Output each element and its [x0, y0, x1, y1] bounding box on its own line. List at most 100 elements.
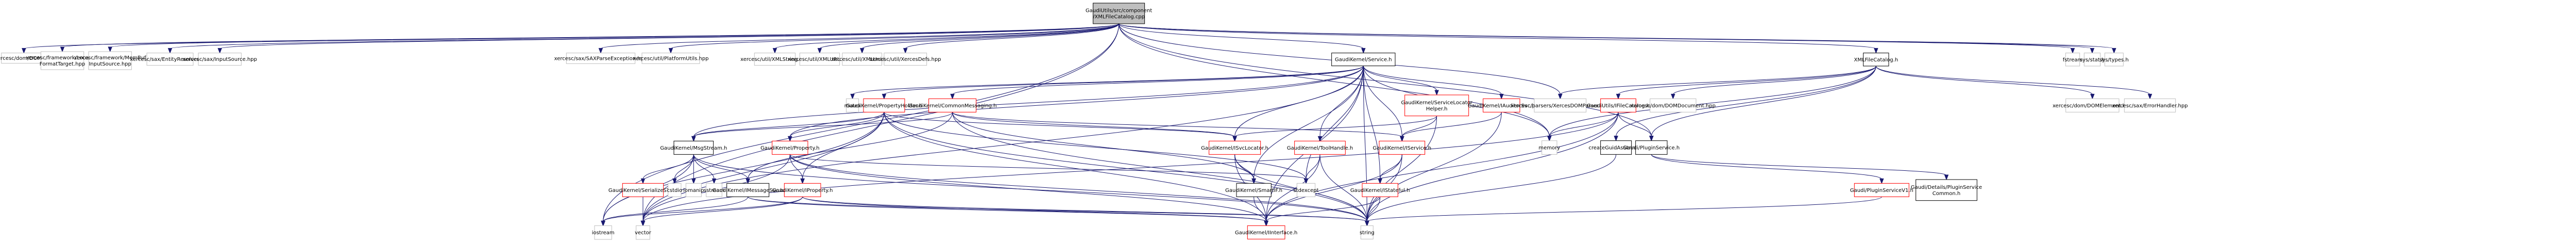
node-commsg[interactable]: GaudiKernel/CommonMessaging.h [908, 98, 997, 112]
edge-line [1672, 66, 1876, 95]
edge-line [1401, 116, 1437, 137]
arrowhead-icon [217, 48, 222, 54]
node-label: xercesc/util/XMLString.hpp [740, 57, 809, 62]
edge-line [952, 111, 1235, 137]
edge-line [642, 154, 694, 180]
node-inpsrc: xercesc/sax/InputSource.hpp [182, 53, 257, 66]
edge-xmlfch-to-errhandler [1875, 66, 2153, 100]
node-label: GaudiKernel/IMessageSvc.h [713, 188, 784, 193]
node-label: GaudiKernel/MsgStream.h [660, 146, 727, 151]
edge-line [884, 66, 1364, 95]
node-createguid[interactable]: createGuidAsString.h [1588, 140, 1643, 155]
node-istateful[interactable]: GaudiKernel/IStateful.h [1350, 183, 1410, 197]
node-box [1600, 98, 1636, 112]
node-label: cstdio [667, 188, 682, 193]
arrowhead-icon [1558, 93, 1563, 100]
edge-service-to-propholder [882, 66, 1364, 100]
edge-service-to-svclochelper [1363, 66, 1439, 96]
arrowhead-icon [2090, 93, 2095, 100]
node-service[interactable]: GaudiKernel/Service.h [1331, 53, 1396, 67]
edge-line [861, 23, 1120, 50]
node-label: xercesc/dom/DOM.hpp [0, 56, 53, 61]
node-box [566, 53, 636, 64]
edge-root-to-mbis [108, 23, 1120, 53]
node-xmlurl: xercesc/util/XMLURL.hpp [788, 53, 852, 66]
node-box [1362, 183, 1398, 197]
arrowhead-icon [1547, 136, 1552, 142]
edge-line [748, 196, 1367, 222]
arrowhead-icon [850, 93, 855, 100]
edge-istateful-to-string [1365, 197, 1381, 227]
node-label: GaudiUtils/IFileCatalog.h [1587, 103, 1650, 109]
node-box [863, 98, 905, 112]
edge-property-to-stdexcept [789, 154, 1309, 184]
node-iinterface[interactable]: GaudiKernel/IInterface.h [1235, 225, 1297, 239]
edge-root-to-platutil [668, 23, 1120, 54]
node-label: Gaudi/Details/PluginService [1911, 185, 1982, 190]
node-box [884, 53, 927, 66]
arrowhead-icon [2070, 48, 2075, 54]
node-pluginsvcv1[interactable]: Gaudi/PluginServiceV1.h [1850, 183, 1913, 197]
edge-msgstream-to-imsgsvc [693, 154, 750, 184]
node-xmlfch[interactable]: XMLFileCatalog.h [1854, 53, 1898, 67]
edge-line [1366, 154, 1617, 222]
node-box [1635, 140, 1668, 155]
node-property[interactable]: GaudiKernel/Property.h [760, 140, 820, 155]
node-box [641, 53, 700, 64]
node-toolhandle[interactable]: GaudiKernel/ToolHandle.h [1287, 140, 1353, 155]
node-ifilecat[interactable]: GaudiUtils/IFileCatalog.h [1587, 98, 1650, 112]
node-msgstream[interactable]: GaudiKernel/MsgStream.h [660, 140, 727, 155]
arrowhead-icon [108, 46, 112, 53]
node-label: FormatTarget.hpp [40, 61, 85, 67]
edge-line [884, 112, 1367, 222]
edge-line [1118, 23, 1876, 50]
node-root[interactable]: GaudiUtils/src/component/XMLFileCatalog.… [1086, 3, 1152, 24]
arrowhead-icon [882, 93, 887, 100]
edge-line [852, 66, 1364, 95]
edge-line [603, 197, 749, 222]
arrowhead-icon [711, 178, 717, 184]
edge-root-to-service [1118, 23, 1366, 54]
arrowhead-icon [1365, 220, 1369, 227]
node-smartif[interactable]: GaudiKernel/SmartIF.h [1225, 183, 1282, 197]
node-label: Gaudi/PluginService.h [1623, 146, 1680, 151]
edge-root-to-xmluni [860, 23, 1120, 54]
edge-line [789, 66, 1364, 137]
arrowhead-icon [640, 220, 646, 227]
edge-xmlfch-to-ifilecat [1616, 66, 1876, 100]
edge-line [1363, 66, 1381, 180]
edge-line [1549, 112, 1619, 137]
node-iauditor[interactable]: GaudiKernel/IAuditorSvc.h [1468, 98, 1535, 112]
node-propholder[interactable]: GaudiKernel/PropertyHolder.h [846, 98, 922, 112]
arrowhead-icon [1874, 48, 1878, 54]
edge-line [1560, 66, 1876, 95]
node-serializestl[interactable]: GaudiKernel/SerializeSTL.h [608, 183, 677, 197]
edge-line [693, 154, 749, 180]
node-errhandler: xercesc/sax/ErrorHandler.hpp [2112, 98, 2188, 112]
node-string: string [1360, 225, 1375, 239]
edge-line [1234, 66, 1364, 137]
node-label: GaudiKernel/Service.h [1335, 57, 1392, 63]
node-label: /XMLFileCatalog.cpp [1093, 14, 1145, 20]
edge-service-to-msgstream [691, 66, 1364, 142]
edge-line [642, 197, 803, 222]
edge-line [1363, 66, 1402, 137]
node-imsgsvc[interactable]: GaudiKernel/IMessageSvc.h [713, 183, 784, 197]
edge-pluginsvc-to-pscommon [1651, 154, 1949, 181]
node-isvcloc[interactable]: GaudiKernel/ISvcLocator.h [1201, 140, 1268, 155]
edge-pluginsvcv1-to-string [1365, 196, 1882, 227]
edge-root-to-inpsrc [217, 23, 1120, 54]
node-pluginsvc[interactable]: Gaudi/PluginService.h [1623, 140, 1680, 155]
edge-service-to-commsg [950, 66, 1364, 100]
node-box [1379, 140, 1426, 155]
edge-iauditor-to-iservice [1400, 112, 1502, 142]
node-box [1650, 98, 1697, 112]
node-iservice[interactable]: GaudiKernel/IService.h [1373, 140, 1432, 155]
node-iproperty[interactable]: GaudiKernel/IProperty.h [772, 183, 833, 197]
edge-line [1651, 66, 1876, 137]
arrowhead-icon [860, 48, 865, 54]
node-box [928, 98, 977, 112]
node-label: xercesc/util/XMLUni.hpp [831, 57, 893, 62]
